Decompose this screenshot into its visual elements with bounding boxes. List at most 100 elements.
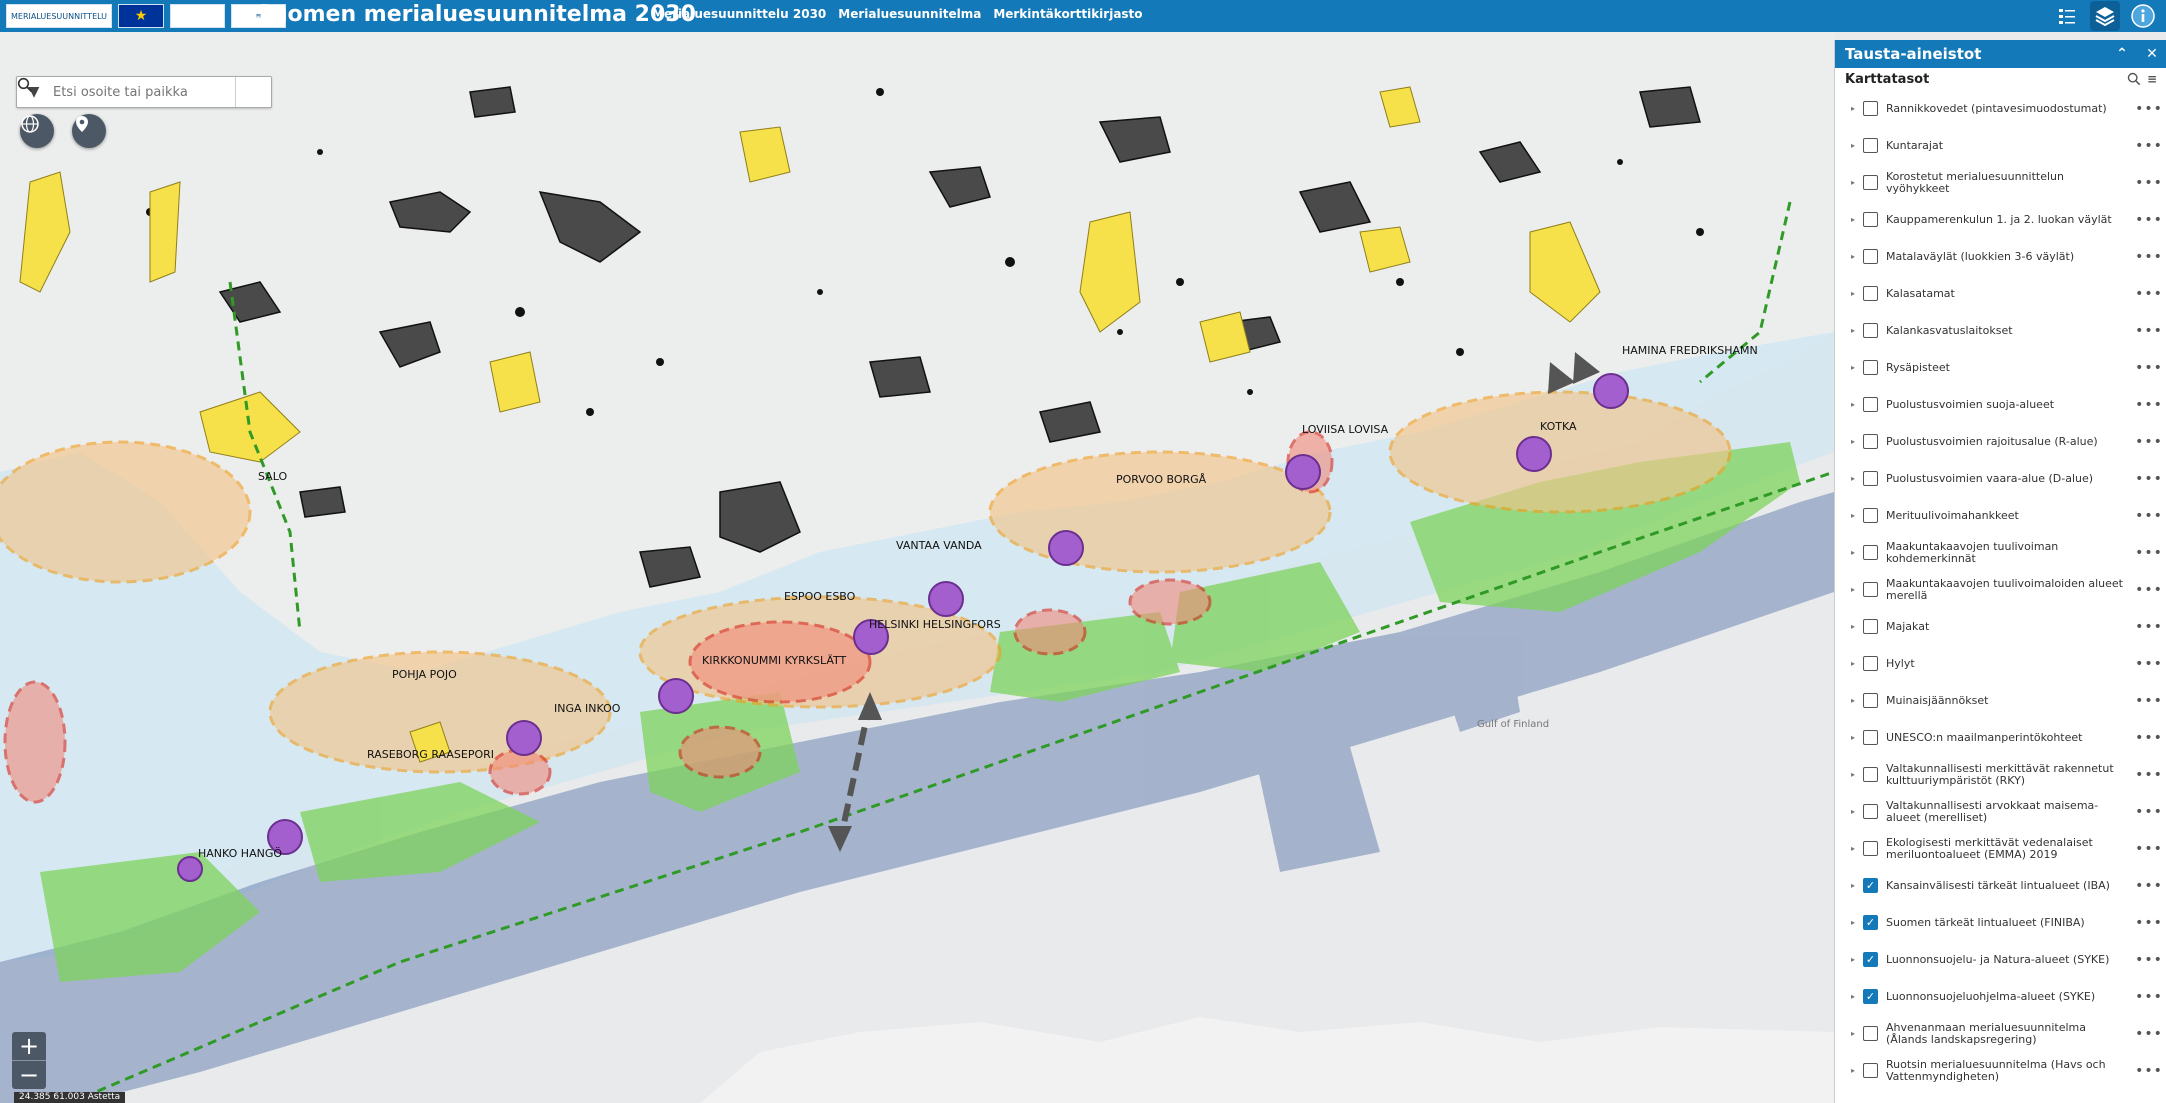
- more-options-icon[interactable]: •••: [2135, 877, 2163, 894]
- layer-checkbox[interactable]: [1863, 286, 1878, 301]
- expand-caret-icon[interactable]: ▸: [1851, 659, 1856, 668]
- nav-link-merkintakorttikirjasto[interactable]: Merkintäkorttikirjasto: [993, 7, 1143, 21]
- expand-caret-icon[interactable]: ▸: [1851, 252, 1856, 261]
- more-options-icon[interactable]: •••: [2135, 951, 2163, 968]
- zoom-out-button[interactable]: −: [18, 1061, 40, 1089]
- layer-search-icon[interactable]: [2127, 72, 2141, 86]
- layer-checkbox[interactable]: ✓: [1863, 915, 1878, 930]
- more-options-icon[interactable]: •••: [2135, 840, 2163, 857]
- layer-row[interactable]: ▸Valtakunnallisesti merkittävät rakennet…: [1835, 756, 2166, 793]
- legend-icon[interactable]: [2052, 1, 2082, 31]
- layer-row[interactable]: ▸✓Suomen tärkeät lintualueet (FINIBA)•••: [1835, 904, 2166, 941]
- more-options-icon[interactable]: •••: [2135, 322, 2163, 339]
- layers-icon[interactable]: [2090, 1, 2120, 31]
- layer-checkbox[interactable]: [1863, 101, 1878, 116]
- more-options-icon[interactable]: •••: [2135, 507, 2163, 524]
- municipality-markers[interactable]: [177, 373, 1629, 882]
- layer-checkbox[interactable]: [1863, 693, 1878, 708]
- info-icon[interactable]: [2128, 1, 2158, 31]
- close-icon[interactable]: ✕: [2146, 46, 2158, 62]
- more-options-icon[interactable]: •••: [2135, 618, 2163, 635]
- search-input[interactable]: [51, 83, 235, 101]
- layer-checkbox[interactable]: [1863, 656, 1878, 671]
- expand-caret-icon[interactable]: ▸: [1851, 289, 1856, 298]
- layer-checkbox[interactable]: ✓: [1863, 878, 1878, 893]
- more-options-icon[interactable]: •••: [2135, 211, 2163, 228]
- layer-checkbox[interactable]: [1863, 582, 1878, 597]
- layer-checkbox[interactable]: [1863, 212, 1878, 227]
- basemap-tool-button[interactable]: [20, 114, 54, 148]
- more-options-icon[interactable]: •••: [2135, 174, 2163, 191]
- more-options-icon[interactable]: •••: [2135, 285, 2163, 302]
- expand-caret-icon[interactable]: ▸: [1851, 400, 1856, 409]
- layer-row[interactable]: ▸Valtakunnallisesti arvokkaat maisema-al…: [1835, 793, 2166, 830]
- search-button[interactable]: [17, 77, 270, 107]
- layer-checkbox[interactable]: [1863, 545, 1878, 560]
- layer-checkbox[interactable]: [1863, 804, 1878, 819]
- layer-row[interactable]: ▸Korostetut merialuesuunnittelun vyöhykk…: [1835, 164, 2166, 201]
- expand-caret-icon[interactable]: ▸: [1851, 1066, 1856, 1075]
- expand-caret-icon[interactable]: ▸: [1851, 622, 1856, 631]
- layer-checkbox[interactable]: [1863, 397, 1878, 412]
- layer-row[interactable]: ▸Puolustusvoimien suoja-alueet•••: [1835, 386, 2166, 423]
- map-view[interactable]: SALO POHJA POJO INGA INKOO RASEBORG RAAS…: [0, 32, 1834, 1103]
- layer-row[interactable]: ▸Maakuntakaavojen tuulivoimaloiden aluee…: [1835, 571, 2166, 608]
- locate-tool-button[interactable]: [72, 114, 106, 148]
- layer-checkbox[interactable]: [1863, 138, 1878, 153]
- expand-caret-icon[interactable]: ▸: [1851, 437, 1856, 446]
- merialuesuunnittelu-logo[interactable]: MERIALUESUUNNITTELU: [6, 4, 113, 28]
- layer-checkbox[interactable]: [1863, 841, 1878, 856]
- more-options-icon[interactable]: •••: [2135, 692, 2163, 709]
- layer-row[interactable]: ▸Kauppamerenkulun 1. ja 2. luokan väylät…: [1835, 201, 2166, 238]
- layer-row[interactable]: ▸Kalasatamat•••: [1835, 275, 2166, 312]
- layer-row[interactable]: ▸Muinaisjäännökset•••: [1835, 682, 2166, 719]
- layer-checkbox[interactable]: [1863, 323, 1878, 338]
- expand-caret-icon[interactable]: ▸: [1851, 807, 1856, 816]
- layer-checkbox[interactable]: ✓: [1863, 989, 1878, 1004]
- layer-row[interactable]: ▸Rysäpisteet•••: [1835, 349, 2166, 386]
- layer-checkbox[interactable]: [1863, 249, 1878, 264]
- zoom-in-button[interactable]: +: [12, 1032, 46, 1061]
- layer-row[interactable]: ▸Puolustusvoimien vaara-alue (D-alue)•••: [1835, 460, 2166, 497]
- layer-checkbox[interactable]: [1863, 1026, 1878, 1041]
- more-options-icon[interactable]: •••: [2135, 766, 2163, 783]
- layer-row[interactable]: ▸Merituulivoimahankkeet•••: [1835, 497, 2166, 534]
- layer-row[interactable]: ▸Ahvenanmaan merialuesuunnitelma (Ålands…: [1835, 1015, 2166, 1052]
- more-options-icon[interactable]: •••: [2135, 988, 2163, 1005]
- more-options-icon[interactable]: •••: [2135, 1062, 2163, 1079]
- layer-row[interactable]: ▸Ruotsin merialuesuunnitelma (Havs och V…: [1835, 1052, 2166, 1089]
- more-options-icon[interactable]: •••: [2135, 729, 2163, 746]
- layer-row[interactable]: ▸Hylyt•••: [1835, 645, 2166, 682]
- more-options-icon[interactable]: •••: [2135, 655, 2163, 672]
- layer-checkbox[interactable]: [1863, 619, 1878, 634]
- expand-caret-icon[interactable]: ▸: [1851, 881, 1856, 890]
- expand-caret-icon[interactable]: ▸: [1851, 955, 1856, 964]
- expand-caret-icon[interactable]: ▸: [1851, 178, 1856, 187]
- layer-row[interactable]: ▸Matalaväylät (luokkien 3-6 väylät)•••: [1835, 238, 2166, 275]
- expand-caret-icon[interactable]: ▸: [1851, 992, 1856, 1001]
- layer-checkbox[interactable]: [1863, 360, 1878, 375]
- layer-checkbox[interactable]: [1863, 175, 1878, 190]
- more-options-icon[interactable]: •••: [2135, 544, 2163, 561]
- layer-checkbox[interactable]: [1863, 730, 1878, 745]
- expand-caret-icon[interactable]: ▸: [1851, 363, 1856, 372]
- expand-caret-icon[interactable]: ▸: [1851, 474, 1856, 483]
- expand-caret-icon[interactable]: ▸: [1851, 1029, 1856, 1038]
- layer-row[interactable]: ▸UNESCO:n maailmanperintökohteet•••: [1835, 719, 2166, 756]
- expand-caret-icon[interactable]: ▸: [1851, 696, 1856, 705]
- expand-caret-icon[interactable]: ▸: [1851, 141, 1856, 150]
- collapse-icon[interactable]: ⌃: [2116, 46, 2128, 62]
- expand-caret-icon[interactable]: ▸: [1851, 548, 1856, 557]
- more-options-icon[interactable]: •••: [2135, 1025, 2163, 1042]
- layer-row[interactable]: ▸Puolustusvoimien rajoitusalue (R-alue)•…: [1835, 423, 2166, 460]
- more-options-icon[interactable]: •••: [2135, 359, 2163, 376]
- expand-caret-icon[interactable]: ▸: [1851, 844, 1856, 853]
- more-options-icon[interactable]: •••: [2135, 248, 2163, 265]
- nav-link-merialuesuunnittelu-2030[interactable]: Merialuesuunnittelu 2030: [652, 7, 827, 21]
- layer-checkbox[interactable]: [1863, 767, 1878, 782]
- expand-caret-icon[interactable]: ▸: [1851, 770, 1856, 779]
- more-options-icon[interactable]: •••: [2135, 470, 2163, 487]
- more-options-icon[interactable]: •••: [2135, 137, 2163, 154]
- more-options-icon[interactable]: •••: [2135, 100, 2163, 117]
- expand-caret-icon[interactable]: ▸: [1851, 733, 1856, 742]
